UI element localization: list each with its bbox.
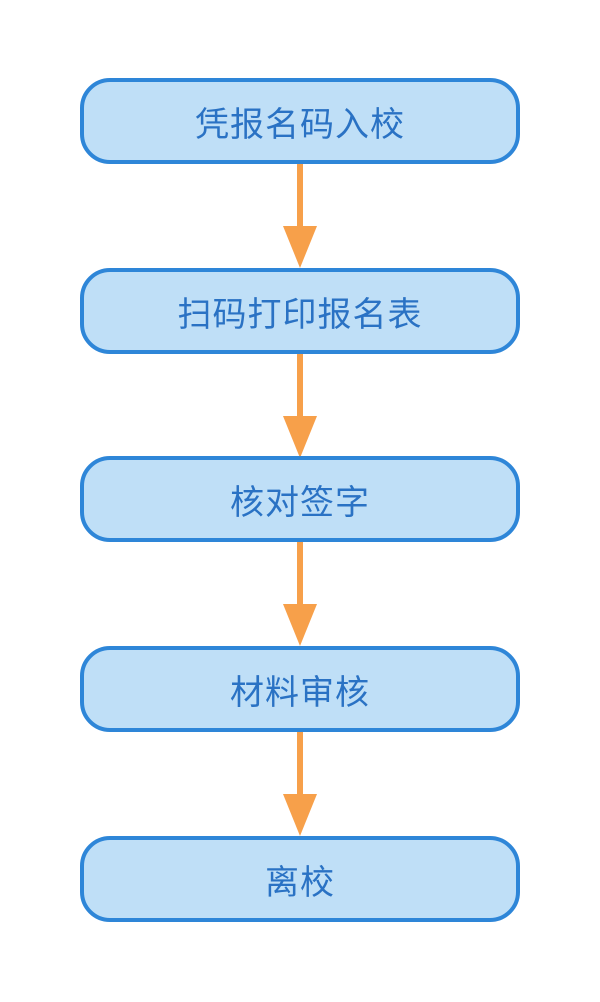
step-material-review: 材料审核	[80, 646, 520, 732]
arrow-down-icon	[283, 164, 317, 268]
step-scan-print-form: 扫码打印报名表	[80, 268, 520, 354]
step-label: 离校	[265, 862, 335, 903]
arrow-down-icon	[283, 542, 317, 646]
step-leave-school: 离校	[80, 836, 520, 922]
step-enter-with-registration-code: 凭报名码入校	[80, 78, 520, 164]
step-label: 扫码打印报名表	[177, 294, 423, 335]
arrow-down-icon	[283, 354, 317, 458]
step-verify-sign: 核对签字	[80, 456, 520, 542]
arrow-down-icon	[283, 732, 317, 836]
step-label: 材料审核	[230, 672, 370, 713]
step-label: 核对签字	[230, 482, 370, 523]
step-label: 凭报名码入校	[195, 104, 405, 145]
